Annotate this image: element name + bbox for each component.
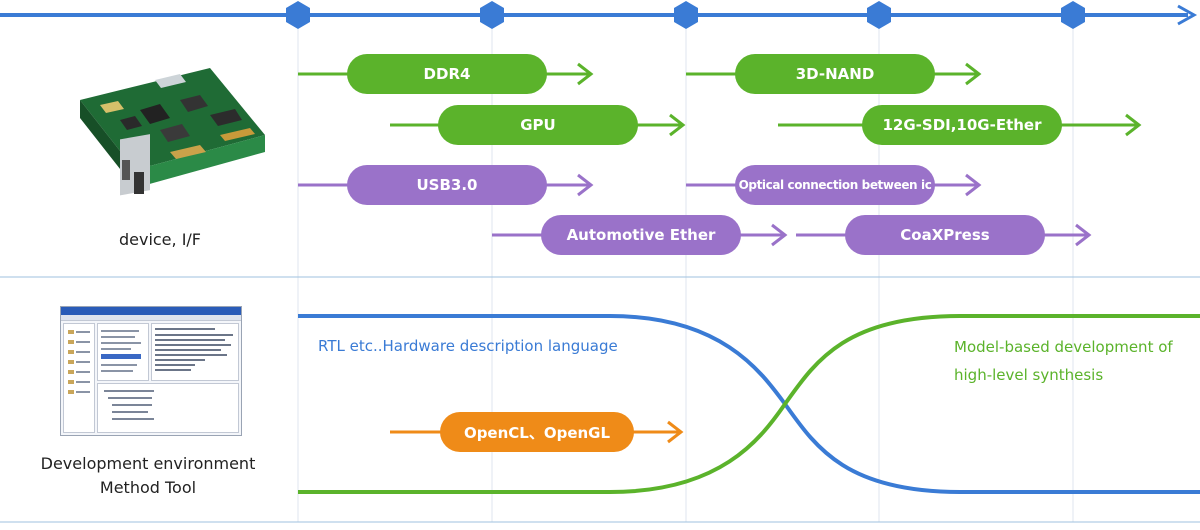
pill-ddr4: DDR4 bbox=[347, 54, 547, 94]
timeline-marker bbox=[480, 1, 504, 29]
timeline-marker bbox=[867, 1, 891, 29]
pill-optical-connection: Optical connection between ic bbox=[735, 165, 935, 205]
window-editor-panel bbox=[151, 323, 239, 381]
pill-12g-sdi-10g-ether: 12G-SDI,10G-Ether bbox=[862, 105, 1062, 145]
model-based-label-line2: high-level synthesis bbox=[954, 366, 1104, 384]
model-based-label-line1: Model-based development of bbox=[954, 338, 1173, 356]
pill-3d-nand: 3D-NAND bbox=[735, 54, 935, 94]
timeline-marker bbox=[286, 1, 310, 29]
dev-env-label-line1: Development environment bbox=[40, 454, 256, 473]
software-window-image bbox=[60, 306, 242, 436]
circuit-board-icon bbox=[80, 68, 265, 196]
rtl-label: RTL etc..Hardware description language bbox=[318, 337, 618, 355]
dev-env-label-line2: Method Tool bbox=[99, 478, 197, 497]
pill-automotive-ether: Automotive Ether bbox=[541, 215, 741, 255]
device-section-label: device, I/F bbox=[118, 230, 202, 249]
timeline bbox=[0, 1, 1198, 29]
pill-opencl-opengl: OpenCL、OpenGL bbox=[440, 412, 634, 452]
gridlines bbox=[297, 28, 1074, 522]
pill-usb3: USB3.0 bbox=[347, 165, 547, 205]
device-board-image bbox=[60, 60, 270, 210]
window-titlebar bbox=[61, 307, 241, 315]
window-tree-panel bbox=[63, 323, 95, 433]
model-based-curve bbox=[298, 314, 1200, 494]
window-toolbar bbox=[61, 315, 241, 321]
window-output-panel bbox=[97, 383, 239, 433]
pill-coaxpress: CoaXPress bbox=[845, 215, 1045, 255]
window-list-panel bbox=[97, 323, 149, 381]
timeline-marker bbox=[1061, 1, 1085, 29]
pill-gpu: GPU bbox=[438, 105, 638, 145]
timeline-marker bbox=[674, 1, 698, 29]
